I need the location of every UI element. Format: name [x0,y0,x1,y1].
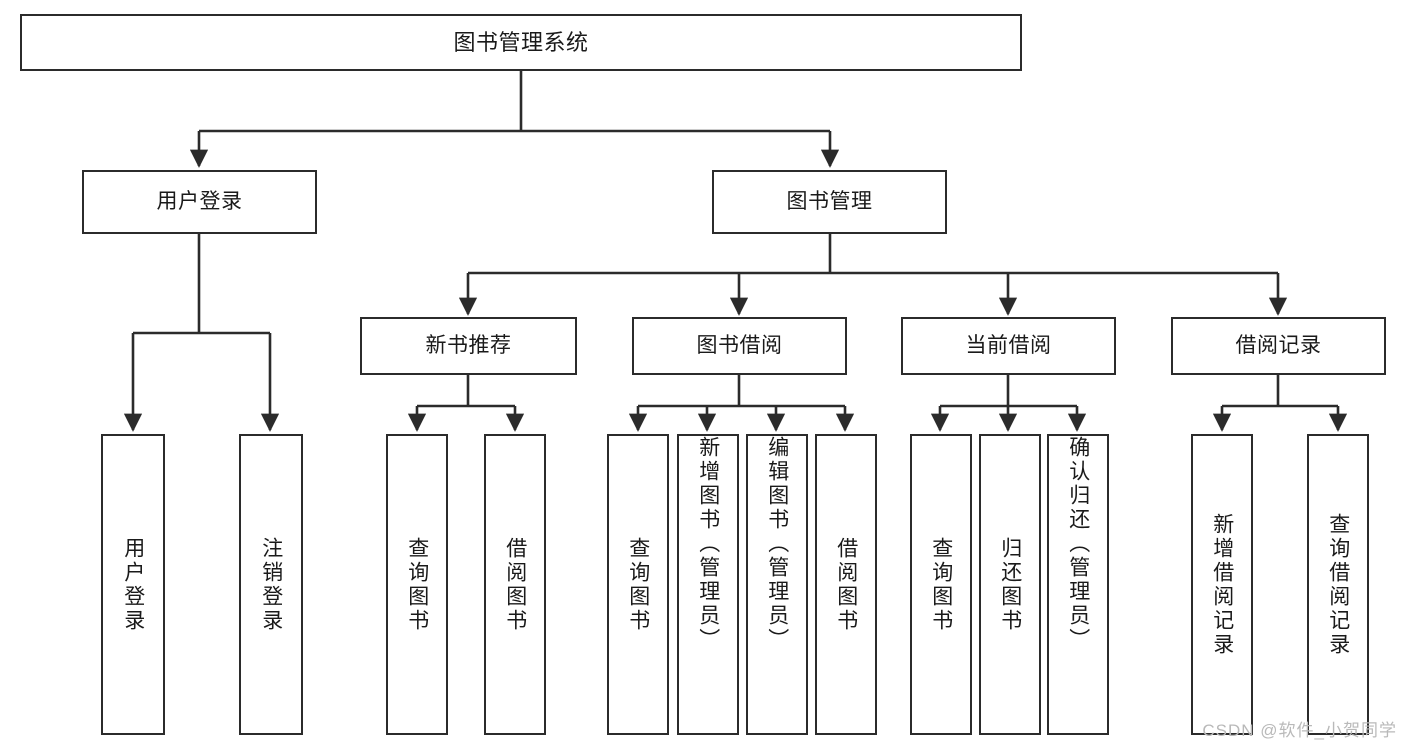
node-leaf-borrow-book-recommend-label: 借阅图书 [503,536,527,633]
node-root-book-management-system[interactable]: 图书管理系统 [20,14,1022,71]
node-root-label: 图书管理系统 [453,29,589,55]
node-new-book-recommend-label: 新书推荐 [425,333,512,357]
node-leaf-add-borrow-record-label: 新增借阅记录 [1210,512,1234,657]
node-borrow-record[interactable]: 借阅记录 [1171,317,1386,375]
node-user-login-label: 用户登录 [156,189,243,213]
csdn-watermark: CSDN @软件_小贺同学 [1202,721,1397,740]
node-leaf-query-book-recommend[interactable]: 查询图书 [386,434,448,735]
node-new-book-recommend[interactable]: 新书推荐 [360,317,577,375]
node-leaf-query-borrow-record-label: 查询借阅记录 [1326,512,1350,657]
node-leaf-query-borrow-record[interactable]: 查询借阅记录 [1307,434,1369,735]
node-leaf-query-book-borrow-label: 查询图书 [626,536,650,633]
node-leaf-query-book-recommend-label: 查询图书 [405,536,429,633]
node-book-borrow[interactable]: 图书借阅 [632,317,847,375]
node-leaf-add-borrow-record[interactable]: 新增借阅记录 [1191,434,1253,735]
node-leaf-query-book-borrow[interactable]: 查询图书 [607,434,669,735]
node-leaf-borrow-book[interactable]: 借阅图书 [815,434,877,735]
node-leaf-add-book-label: 新增图书（管理员） [696,436,720,652]
node-book-management-label: 图书管理 [786,189,873,213]
node-leaf-add-book[interactable]: 新增图书（管理员） [677,434,739,735]
node-leaf-user-login-label: 用户登录 [121,536,145,633]
node-book-borrow-label: 图书借阅 [696,333,783,357]
node-current-borrow-label: 当前借阅 [965,333,1052,357]
node-leaf-confirm-return[interactable]: 确认归还（管理员） [1047,434,1109,735]
node-leaf-borrow-book-recommend[interactable]: 借阅图书 [484,434,546,735]
node-leaf-edit-book[interactable]: 编辑图书（管理员） [746,434,808,735]
node-leaf-query-book-current-label: 查询图书 [929,536,953,633]
node-leaf-edit-book-label: 编辑图书（管理员） [765,436,789,652]
node-leaf-logout-login[interactable]: 注销登录 [239,434,303,735]
node-leaf-user-login[interactable]: 用户登录 [101,434,165,735]
node-borrow-record-label: 借阅记录 [1235,333,1322,357]
node-leaf-query-book-current[interactable]: 查询图书 [910,434,972,735]
node-leaf-logout-login-label: 注销登录 [259,536,283,633]
node-leaf-return-book[interactable]: 归还图书 [979,434,1041,735]
node-leaf-confirm-return-label: 确认归还（管理员） [1066,436,1090,652]
node-current-borrow[interactable]: 当前借阅 [901,317,1116,375]
node-user-login[interactable]: 用户登录 [82,170,317,234]
node-leaf-borrow-book-label: 借阅图书 [834,536,858,633]
node-book-management[interactable]: 图书管理 [712,170,947,234]
node-leaf-return-book-label: 归还图书 [998,536,1022,633]
